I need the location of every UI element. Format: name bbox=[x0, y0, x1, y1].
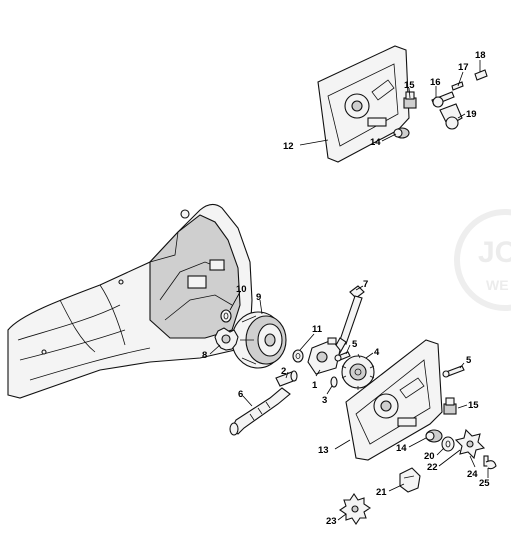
part-6-oil-hose bbox=[229, 387, 291, 436]
callout-14-bottom: 14 bbox=[396, 443, 407, 454]
part-20-washer bbox=[441, 436, 455, 452]
callout-25: 25 bbox=[479, 478, 490, 489]
part-19-tensioner bbox=[439, 103, 463, 130]
part-13-sprocket-cover bbox=[345, 339, 443, 461]
callout-24: 24 bbox=[467, 469, 478, 480]
callout-11: 11 bbox=[312, 324, 323, 335]
callout-7: 7 bbox=[363, 279, 368, 290]
callout-6: 6 bbox=[238, 389, 243, 400]
callout-2: 2 bbox=[281, 366, 286, 377]
callout-22: 22 bbox=[427, 462, 438, 473]
callout-23: 23 bbox=[326, 516, 337, 527]
callout-18: 18 bbox=[475, 50, 486, 61]
part-8-gear bbox=[214, 327, 239, 351]
bottom-assembly bbox=[214, 285, 497, 525]
part-3 bbox=[330, 376, 338, 388]
part-18 bbox=[474, 69, 488, 81]
part-14-sleeve-bottom bbox=[425, 429, 443, 443]
part-10-ring bbox=[220, 309, 232, 323]
part-23-spur-gear bbox=[339, 493, 371, 525]
callout-9: 9 bbox=[256, 292, 261, 303]
part-2-fitting bbox=[275, 370, 298, 387]
callout-5-right: 5 bbox=[466, 355, 472, 366]
leader-lines bbox=[209, 60, 489, 521]
callout-4: 4 bbox=[374, 347, 380, 358]
callout-15-bottom: 15 bbox=[468, 400, 479, 411]
callout-8: 8 bbox=[202, 350, 207, 361]
callout-5-middle: 5 bbox=[352, 339, 358, 350]
part-5-screw-middle bbox=[334, 351, 351, 362]
part-22-star-wheel bbox=[454, 428, 486, 460]
machine-housing bbox=[7, 203, 253, 399]
callout-1: 1 bbox=[312, 380, 318, 391]
top-assembly bbox=[317, 45, 488, 163]
callout-14-top: 14 bbox=[370, 137, 381, 148]
watermark-text: JO bbox=[478, 236, 511, 269]
callout-labels: 12 15 14 16 17 18 19 8 9 10 11 7 5 4 1 3… bbox=[202, 50, 490, 527]
watermark: JO WE bbox=[454, 209, 511, 311]
part-21 bbox=[399, 467, 421, 493]
callout-16: 16 bbox=[430, 77, 441, 88]
part-14-sleeve-top bbox=[393, 127, 410, 139]
callout-20: 20 bbox=[424, 451, 435, 462]
callout-19: 19 bbox=[466, 109, 477, 120]
part-1-oil-pump bbox=[307, 337, 341, 375]
callout-13: 13 bbox=[318, 445, 329, 456]
callout-15-top: 15 bbox=[404, 80, 415, 91]
callout-10: 10 bbox=[236, 284, 247, 295]
part-16-pin bbox=[431, 91, 455, 108]
part-9-flywheel bbox=[231, 311, 287, 369]
part-4-sprocket bbox=[341, 353, 375, 390]
part-17 bbox=[451, 81, 464, 91]
part-11-washer bbox=[292, 349, 304, 363]
callout-12: 12 bbox=[283, 141, 294, 152]
callout-3: 3 bbox=[322, 395, 327, 406]
callout-21: 21 bbox=[376, 487, 387, 498]
part-25-clip bbox=[485, 460, 497, 470]
watermark-subtext: WE bbox=[486, 277, 509, 293]
part-15-screw-bottom bbox=[443, 397, 457, 415]
part-5-screw-right bbox=[442, 365, 465, 378]
callout-17: 17 bbox=[458, 62, 469, 73]
